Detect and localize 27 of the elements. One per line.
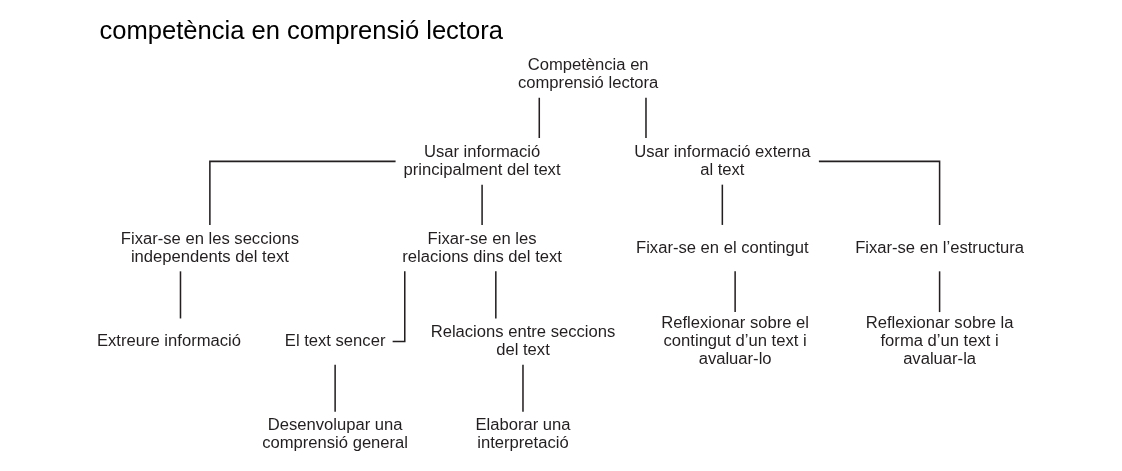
connector — [938, 270, 941, 313]
connector — [209, 160, 397, 226]
node-text: Fixar-se en les seccions independents del text — [120, 228, 299, 266]
connector — [818, 160, 941, 226]
node-text: Elaborar una interpretació — [475, 415, 571, 453]
node-text: Competència en comprensió lectora — [517, 54, 659, 92]
diagram-title: competència en comprensió lectora — [99, 15, 503, 44]
connector — [721, 183, 724, 226]
node-text: Fixar-se en l’estructura — [855, 237, 1025, 257]
node-text: Fixar-se en el contingut — [636, 237, 809, 257]
connector — [334, 363, 336, 413]
node-text: Reflexionar sobre la forma d’un text i avaluar-la — [865, 313, 1014, 368]
node-text: Usar informació externa al text — [634, 141, 811, 179]
node-text: Usar informació principalment del text — [403, 141, 561, 179]
node-text: Fixar-se en les relacions dins del text — [402, 228, 562, 266]
node-text: Reflexionar sobre el contingut d’un text i avaluar-lo — [661, 313, 809, 368]
connector — [495, 270, 497, 320]
connector — [734, 270, 736, 313]
node-text: Relacions entre seccions del text — [430, 321, 616, 359]
connector — [538, 97, 541, 139]
node-text: El text sencer — [284, 330, 386, 350]
connector — [179, 270, 182, 320]
connector — [522, 363, 524, 413]
node-text: Extreure informació — [96, 330, 241, 350]
connector — [645, 97, 647, 139]
connector — [481, 183, 483, 226]
node-text: Desenvolupar una comprensió general — [262, 415, 409, 453]
